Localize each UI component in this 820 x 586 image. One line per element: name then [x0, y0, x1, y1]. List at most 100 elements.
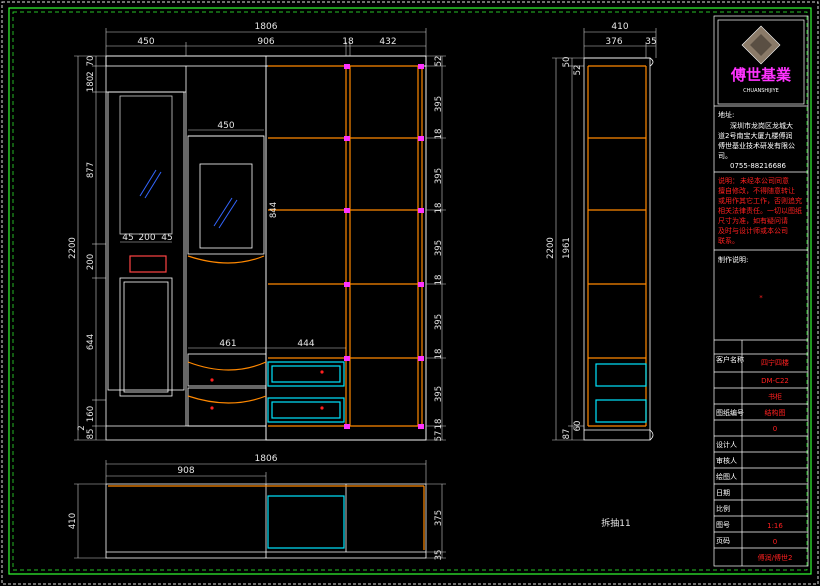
page-value: 0	[773, 538, 777, 546]
view-label: 拆抽11	[601, 517, 630, 529]
inner-height-844: 844	[269, 202, 279, 218]
plan-depth-35: 35	[434, 550, 444, 561]
inner-width-450: 450	[217, 121, 234, 131]
logo-text: 傅世基業	[730, 66, 792, 84]
left-h-644: 644	[86, 334, 96, 350]
side-depth-inner: 376	[605, 37, 622, 47]
front-view	[105, 55, 427, 441]
side-h-60: 60	[573, 421, 583, 432]
right-h-18d: 18	[434, 349, 444, 360]
notice-label: 说明：	[718, 176, 739, 185]
right-h-395c: 395	[434, 240, 444, 256]
scale-value: 1:16	[767, 522, 783, 530]
client-label: 客户名称	[716, 355, 744, 364]
address-line-1: 深圳市龙岗区龙城大	[730, 121, 793, 130]
side-structure	[587, 65, 647, 427]
product-code: DM-C22	[761, 377, 789, 385]
inner-width-45b: 45	[161, 233, 172, 243]
plan-structure	[267, 495, 345, 549]
notice-line-7: 联系。	[718, 236, 739, 245]
side-h-87: 87	[562, 429, 572, 440]
drawing-no-label: 图纸编号	[716, 408, 744, 417]
plan-total-width: 1806	[255, 454, 278, 464]
company-logo: 傅世基業 CHUANSHIJIYE	[730, 25, 792, 94]
left-h-160: 160	[86, 406, 96, 422]
inner-width-444: 444	[297, 339, 314, 349]
notice-line-4: 相关法律责任。一切以图纸	[718, 206, 802, 215]
left-h-total: 2200	[68, 237, 78, 259]
front-width-gap: 18	[342, 37, 354, 47]
side-h-1961: 1961	[562, 237, 572, 259]
side-depth-back: 35	[645, 37, 656, 47]
plan-dimensions	[74, 460, 446, 559]
plan-width-908: 908	[177, 466, 194, 476]
logo-subtext: CHUANSHIJIYE	[743, 88, 779, 94]
front-width-middle: 906	[257, 37, 274, 47]
right-h-52: 52	[434, 56, 444, 67]
front-width-right: 432	[379, 37, 396, 47]
right-h-395d: 395	[434, 314, 444, 330]
right-h-395e: 395	[434, 386, 444, 402]
right-h-57: 57	[434, 431, 444, 442]
notice-line-1: 未经本公司同意	[740, 176, 789, 185]
inner-width-200: 200	[138, 233, 155, 243]
notice-line-5: 尺寸为准，如有疑问请	[718, 216, 788, 225]
plan-orange	[108, 485, 425, 550]
left-h-2b: 2	[77, 425, 87, 430]
left-h-877: 877	[86, 162, 96, 178]
field-page: 页码	[716, 537, 730, 545]
notice-line-2: 擅自修改，不得随意转让	[718, 186, 795, 195]
front-total-width: 1806	[255, 22, 278, 32]
field-scale: 比例	[716, 504, 730, 513]
item-name: 书柜	[768, 392, 782, 401]
drawers	[267, 361, 345, 423]
side-total-depth: 410	[611, 22, 628, 32]
right-h-18e: 18	[434, 419, 444, 430]
left-h-2a: 2	[86, 71, 96, 76]
plan-view	[105, 483, 427, 559]
footer-value: 傅润/傅世2	[758, 553, 793, 562]
glass-hatch	[139, 169, 238, 229]
field-reviewer: 审核人	[716, 456, 737, 465]
left-h-180: 180	[86, 76, 96, 92]
side-drawers	[595, 363, 647, 423]
drawing-frame-inner	[12, 11, 808, 571]
client-value: 四宁四楼	[761, 358, 789, 367]
right-h-395a: 395	[434, 96, 444, 112]
right-h-18c: 18	[434, 275, 444, 286]
left-h-200: 200	[86, 254, 96, 270]
front-right-dimensions	[426, 55, 446, 441]
drawing-frame	[8, 7, 812, 575]
notice-line-3: 或用作其它工作，否则追究	[718, 196, 802, 205]
plan-depth-375: 375	[434, 510, 444, 526]
address-line-2: 道2号南宝大厦九楼傅润	[718, 131, 792, 140]
front-left-dimensions	[74, 55, 106, 441]
right-h-395b: 395	[434, 168, 444, 184]
front-top-dimensions	[105, 28, 427, 349]
side-h-52: 52	[573, 65, 583, 76]
side-dimensions	[552, 28, 657, 441]
drawing-no-value: 0	[773, 425, 777, 433]
right-h-18b: 18	[434, 203, 444, 214]
inner-width-45a: 45	[122, 233, 133, 243]
design-notes-label: 制作说明:	[718, 255, 748, 264]
field-drawing-number: 图号	[716, 521, 730, 529]
address-label: 地址:	[718, 110, 734, 119]
left-h-85: 85	[86, 429, 96, 440]
field-drafter: 绘图人	[716, 472, 737, 481]
right-h-18a: 18	[434, 129, 444, 140]
side-view	[583, 57, 654, 441]
side-h-total: 2200	[546, 237, 556, 259]
address-line-3: 傅世基业技术研发有限公	[718, 141, 795, 150]
side-h-50: 50	[562, 57, 572, 68]
shelving-structure	[129, 65, 424, 427]
address-line-4: 司。	[718, 152, 732, 160]
inner-width-461: 461	[219, 339, 236, 349]
phone-number: 0755-88216686	[730, 162, 787, 170]
field-designer: 设计人	[716, 440, 737, 449]
plan-depth: 410	[68, 513, 78, 529]
left-h-70: 70	[86, 56, 96, 67]
field-date: 日期	[716, 489, 730, 497]
